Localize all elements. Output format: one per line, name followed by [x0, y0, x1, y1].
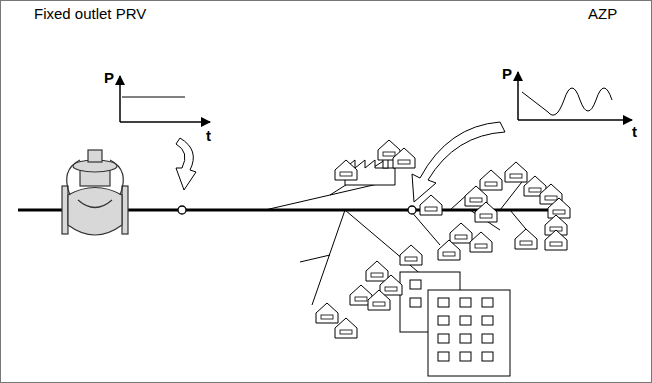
house-icon [515, 229, 537, 249]
sample-point [178, 206, 186, 214]
apartment-building [400, 272, 510, 376]
curved-arrow [176, 138, 196, 190]
curved-arrow [412, 122, 505, 202]
house-icon [393, 148, 415, 168]
house-icon [368, 290, 390, 310]
house-icon [470, 232, 492, 252]
house-icon [366, 261, 388, 281]
building-windows [410, 280, 493, 361]
axis-label: t [632, 124, 637, 139]
azp-pressure-graph [518, 72, 632, 120]
house-icon [475, 202, 497, 222]
prv-pressure-graph [120, 76, 210, 122]
house-icon [438, 240, 460, 260]
house-icon [465, 186, 487, 206]
house-icon [480, 170, 502, 190]
house-icon [450, 223, 472, 243]
service-lines [265, 160, 535, 305]
house-icon [548, 198, 570, 218]
house-icon [505, 162, 527, 182]
graph-title: AZP [588, 6, 617, 21]
axis-label: t [206, 128, 211, 143]
house-icons [316, 140, 570, 338]
axis-label: P [502, 66, 512, 81]
house-icon [316, 303, 338, 323]
prv-valve [62, 150, 128, 235]
house-icon [335, 318, 357, 338]
house-icon [335, 160, 357, 180]
house-icon [420, 195, 442, 215]
house-icon [400, 245, 422, 265]
sample-point [408, 206, 416, 214]
house-icon [545, 230, 567, 250]
axis-label: P [104, 70, 114, 85]
house-icon [380, 275, 402, 295]
graph-title: Fixed outlet PRV [34, 6, 146, 21]
